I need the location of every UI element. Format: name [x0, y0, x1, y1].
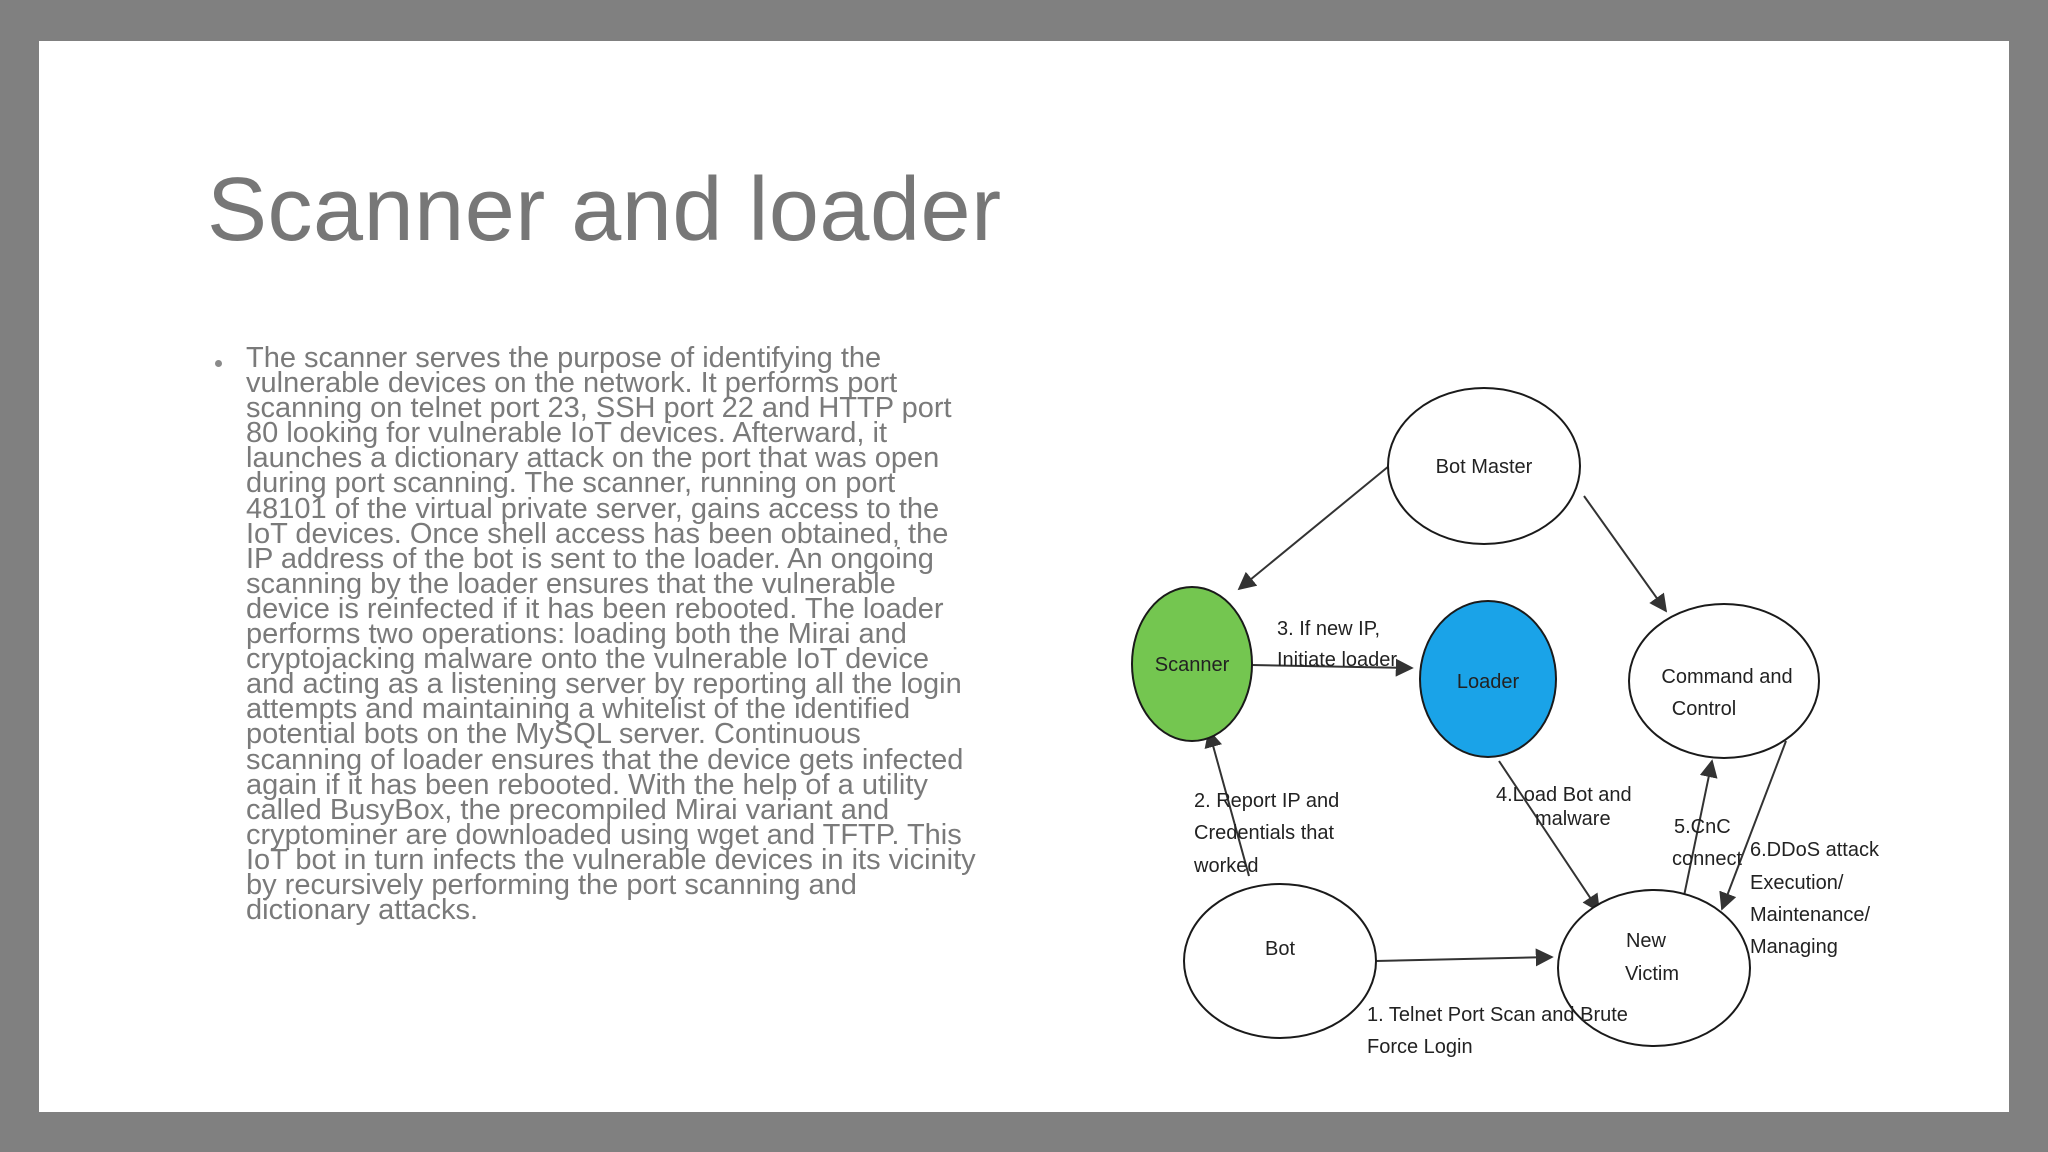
node-scanner: [1131, 586, 1253, 742]
slide: Scanner and loader The scanner serves th…: [39, 41, 2009, 1112]
arrow-loader-to-victim: [1498, 760, 1600, 913]
arrow-bot-to-scanner: [1204, 729, 1250, 877]
node-new-victim: [1557, 889, 1751, 1047]
arrow-botmaster-to-cnc: [1583, 495, 1668, 613]
node-new-victim-label-line1: New: [1626, 930, 1667, 952]
node-cnc-label-line1: Command and: [1661, 666, 1792, 688]
edge-label-step6-line4: Managing: [1750, 936, 1838, 958]
edge-label-step2-line2: Credentials that: [1194, 822, 1335, 844]
node-loader-label: Loader: [1457, 671, 1520, 693]
node-command-and-control: [1628, 603, 1820, 759]
edge-label-step3-line2: Initiate loader: [1277, 649, 1397, 671]
arrow-victim-to-cnc: [1683, 759, 1718, 897]
edge-label-step6-line1: 6.DDoS attack: [1750, 839, 1880, 861]
node-loader: [1419, 600, 1557, 758]
botnet-diagram: Bot Master Scanner Loader Command and Co…: [1084, 341, 1884, 1101]
node-bot-label: Bot: [1265, 938, 1295, 960]
node-new-victim-label-line2: Victim: [1625, 963, 1679, 985]
node-bot-master: [1387, 387, 1581, 545]
arrow-botmaster-to-scanner: [1237, 465, 1390, 591]
arrow-scanner-to-loader: [1250, 658, 1414, 677]
node-scanner-label: Scanner: [1155, 654, 1230, 676]
edge-label-step4-line2: malware: [1535, 808, 1611, 830]
bullet-marker: [215, 360, 222, 367]
edge-label-step5-line2: connect: [1672, 848, 1742, 870]
edge-label-step4-line1: 4.Load Bot and: [1496, 784, 1632, 806]
arrow-cnc-to-victim: [1719, 740, 1787, 911]
node-bot: [1183, 883, 1377, 1039]
edge-label-step6-line2: Execution/: [1750, 872, 1844, 894]
edge-label-step2-line3: worked: [1193, 855, 1258, 877]
bullet-text: The scanner serves the purpose of identi…: [246, 342, 976, 927]
arrow-bot-to-victim: [1375, 948, 1554, 967]
edge-label-step1-line1: 1. Telnet Port Scan and Brute: [1367, 1004, 1628, 1026]
edge-label-step5-line1: 5.CnC: [1674, 816, 1731, 838]
edge-label-step3-line1: 3. If new IP,: [1277, 618, 1380, 640]
edge-label-step1-line2: Force Login: [1367, 1036, 1473, 1058]
edge-label-step6-line3: Maintenance/: [1750, 904, 1871, 926]
edge-label-step2-line1: 2. Report IP and: [1194, 790, 1339, 812]
node-cnc-label-line2: Control: [1672, 698, 1736, 720]
slide-title: Scanner and loader: [207, 160, 1002, 260]
node-bot-master-label: Bot Master: [1436, 456, 1533, 478]
